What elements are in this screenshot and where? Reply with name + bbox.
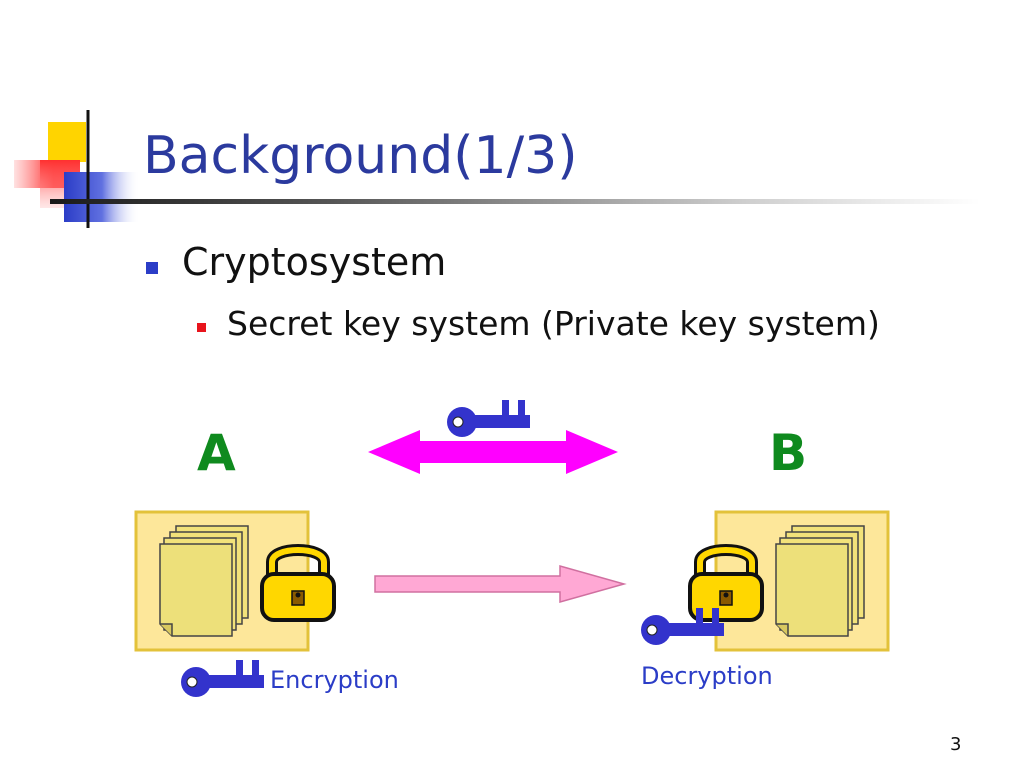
bullet-marker-level1 xyxy=(146,262,158,274)
double-arrow-icon xyxy=(368,430,618,474)
sender-document-box xyxy=(134,510,334,652)
ornament-blue-band xyxy=(64,172,140,222)
slide-title: Background(1/3) xyxy=(143,126,578,186)
bullet-cryptosystem: Cryptosystem xyxy=(182,240,447,284)
encryption-key-icon xyxy=(180,659,265,698)
shared-key-icon xyxy=(446,399,531,438)
ornament-yellow-square xyxy=(48,122,86,162)
bullet-marker-level2 xyxy=(197,323,206,332)
title-underline xyxy=(50,199,980,204)
title-ornament xyxy=(14,110,140,228)
right-arrow-icon xyxy=(374,565,627,603)
party-a-label: A xyxy=(197,424,236,482)
bullet-secret-key-system: Secret key system (Private key system) xyxy=(227,304,880,343)
encryption-label: Encryption xyxy=(270,666,399,694)
decryption-label: Decryption xyxy=(641,662,773,690)
document-stack-icon xyxy=(159,525,249,637)
party-b-label: B xyxy=(769,424,808,482)
document-stack-icon xyxy=(775,525,865,637)
receiver-document-box xyxy=(690,510,890,652)
page-number: 3 xyxy=(950,734,962,755)
